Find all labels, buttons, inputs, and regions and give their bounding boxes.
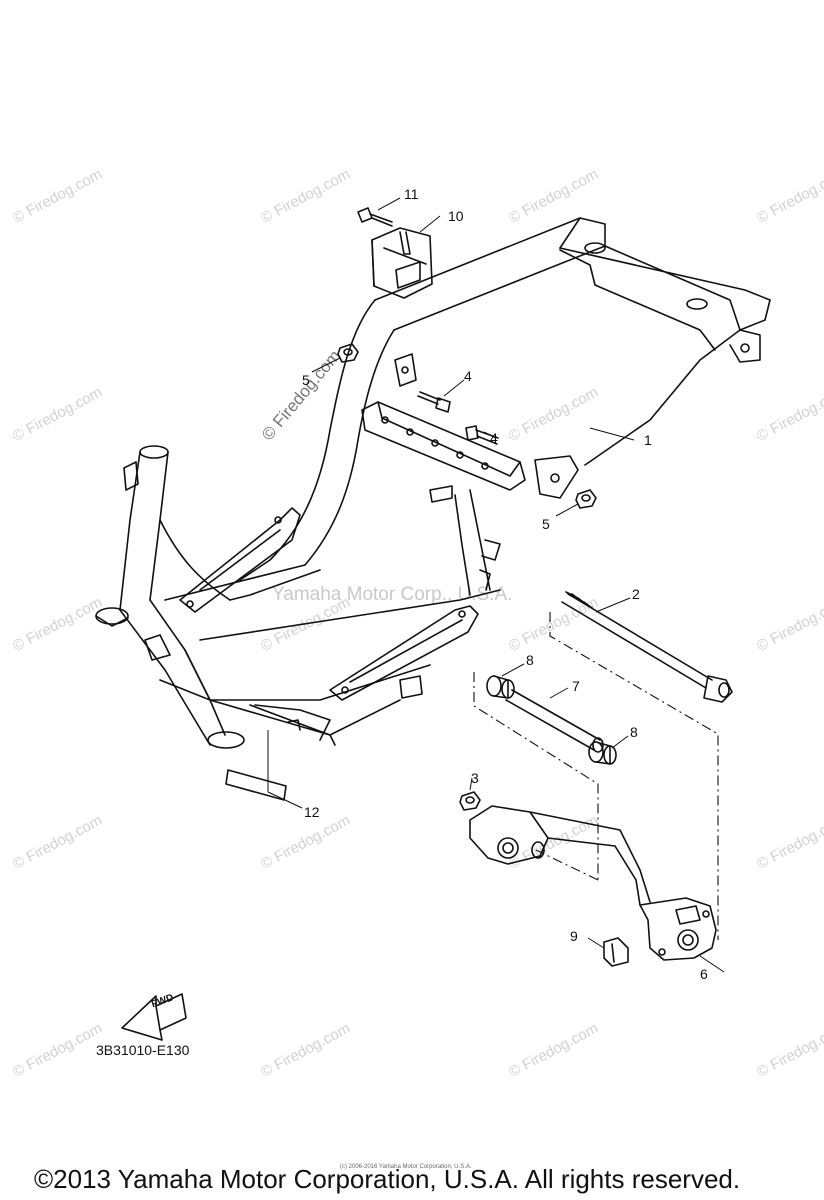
callout-12: 12 bbox=[304, 804, 320, 820]
callout-2: 2 bbox=[632, 586, 640, 602]
engine-bracket-6 bbox=[469, 805, 717, 961]
nut-3 bbox=[459, 791, 481, 811]
callout-10: 10 bbox=[448, 208, 464, 224]
diagram-code: 3B31010-E130 bbox=[96, 1042, 190, 1058]
nut-5-lower bbox=[575, 489, 597, 509]
callout-4-lower: 4 bbox=[490, 430, 498, 446]
screw-11 bbox=[357, 207, 393, 227]
pipe-7 bbox=[505, 689, 604, 753]
callout-4-upper: 4 bbox=[464, 368, 472, 384]
damper-9 bbox=[603, 937, 629, 967]
callout-6: 6 bbox=[700, 966, 708, 982]
fwd-arrow bbox=[121, 993, 187, 1041]
callout-8-lower: 8 bbox=[630, 724, 638, 740]
main-frame bbox=[95, 217, 771, 749]
callout-3: 3 bbox=[471, 770, 479, 786]
label-12 bbox=[225, 769, 287, 801]
bolt-4-upper bbox=[417, 391, 451, 413]
callout-8-upper: 8 bbox=[526, 652, 534, 668]
callout-1: 1 bbox=[644, 432, 652, 448]
collar-8-lower bbox=[588, 741, 617, 765]
bracket-10 bbox=[371, 227, 433, 299]
bolt-2 bbox=[561, 591, 733, 703]
callout-11: 11 bbox=[404, 186, 419, 202]
callout-5-upper: 5 bbox=[302, 372, 310, 388]
callout-7: 7 bbox=[572, 678, 580, 694]
copyright-notice: ©2013 Yamaha Motor Corporation, U.S.A. A… bbox=[34, 1164, 741, 1194]
collar-8-upper bbox=[486, 675, 515, 699]
callout-5-lower: 5 bbox=[542, 516, 550, 532]
nut-5-upper bbox=[337, 343, 359, 363]
fine-print: (c) 2006-2016 Yamaha Motor Corporation, … bbox=[340, 1164, 472, 1170]
center-watermark: Yamaha Motor Corp., U.S.A. bbox=[272, 584, 513, 605]
callout-9: 9 bbox=[570, 928, 578, 944]
